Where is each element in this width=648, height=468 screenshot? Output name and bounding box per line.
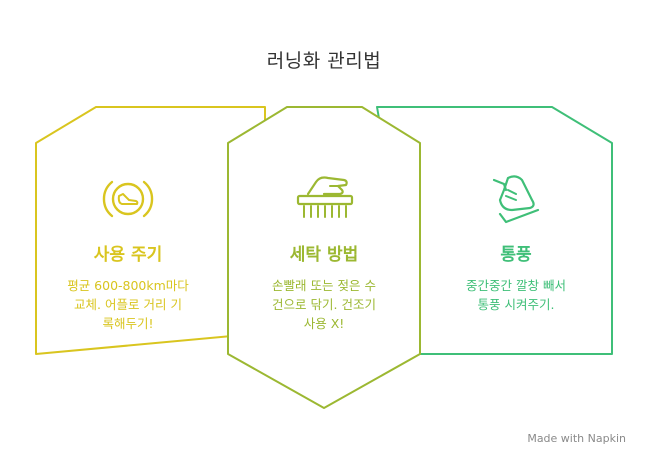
speedometer-shoe-icon — [102, 180, 154, 218]
watermark-text: Made with Napkin — [527, 432, 626, 445]
step-2-shape — [227, 106, 421, 409]
page-title: 러닝화 관리법 — [266, 50, 382, 72]
step-2-body: 손빨래 또는 젖은 수 건으로 닦기. 건조기 사용 X! — [272, 278, 376, 331]
shoe-icon — [492, 175, 540, 224]
step-3-heading: 통풍 — [500, 245, 532, 265]
hand-brush-icon — [296, 176, 354, 218]
step-1-body: 평균 600-800km마다 교체. 어플로 거리 기 록해두기! — [67, 278, 189, 331]
watermark: Made with Napkin — [527, 432, 626, 445]
step-1-heading: 사용 주기 — [93, 245, 163, 265]
step-2-heading: 세탁 방법 — [289, 245, 359, 265]
step-3-body: 중간중간 깔창 빼서 통풍 시켜주기. — [466, 278, 566, 312]
